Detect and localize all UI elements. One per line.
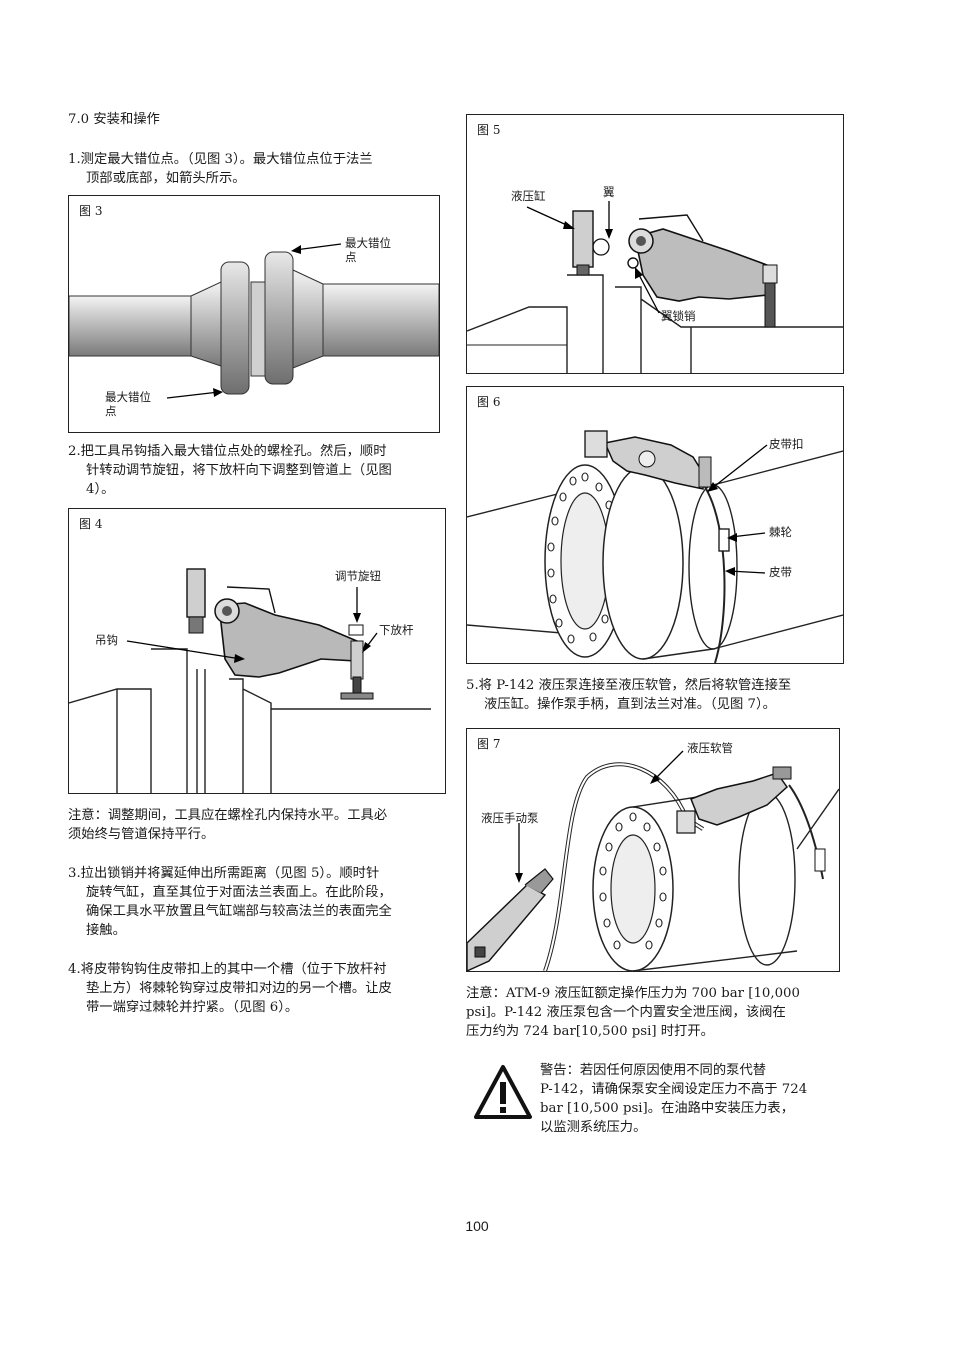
- step3-line4: 接触。: [86, 923, 126, 938]
- warning-line4: 以监测系统压力。: [540, 1120, 647, 1135]
- step5-line2: 液压缸。操作泵手柄，直到法兰对准。（见图 7）。: [484, 697, 776, 712]
- figure-4-drawing: [69, 568, 431, 793]
- note1-line2: 须始终与管道保持平行。: [68, 827, 215, 842]
- fig5-callout-cylinder: 液压缸: [511, 189, 546, 203]
- figure-6-label: 图 6: [477, 395, 501, 409]
- step4-line2: 垫上方）将棘轮钩穿过皮带扣对边的另一个槽。让皮: [86, 981, 392, 996]
- note2-line1: 注意：ATM-9 液压缸额定操作压力为 700 bar [10,000: [466, 986, 800, 1001]
- warning-line3: bar [10,500 psi]。在油路中安装压力表，: [540, 1101, 795, 1116]
- fig3-callout-top-l1: 最大错位: [345, 236, 391, 250]
- step2-line2: 针转动调节旋钮，将下放杆向下调整到管道上（见图: [86, 463, 392, 478]
- fig3-callout-bottom-l1: 最大错位: [105, 390, 151, 404]
- figure-3: 图 3 最大错位 点 最大错位 点: [68, 195, 440, 433]
- step1-line2: 顶部或底部，如箭头所示。: [86, 171, 246, 186]
- fig6-callout-buckle: 皮带扣: [769, 437, 804, 451]
- fig3-callout-bottom-l2: 点: [105, 404, 117, 418]
- fig3-callout-top-l2: 点: [345, 250, 357, 264]
- page-number: 100: [465, 1218, 489, 1234]
- step2-line1: 2.把工具吊钩插入最大错位点处的螺栓孔。然后，顺时: [68, 444, 387, 459]
- step2-line3: 4）。: [86, 482, 115, 497]
- figure-6: 图 6: [466, 386, 844, 664]
- fig6-callout-strap: 皮带: [769, 565, 792, 579]
- figure-3-drawing: [69, 243, 439, 399]
- warning-line2: P-142，请确保泵安全阀设定压力不高于 724: [540, 1082, 808, 1097]
- step3-line2: 旋转气缸，直至其位于对面法兰表面上。在此阶段，: [86, 885, 392, 900]
- figure-7-drawing: [467, 750, 839, 971]
- figure-7: 图 7 液压软管 液压: [466, 728, 840, 972]
- figure-5-drawing: [467, 201, 843, 373]
- step5-line1: 5.将 P-142 液压泵连接至液压软管，然后将软管连接至: [466, 678, 792, 693]
- fig5-callout-wing: 翼: [603, 185, 615, 199]
- fig4-callout-rod: 下放杆: [379, 623, 414, 637]
- figure-5: 图 5 液压缸 翼 翼锁销: [466, 114, 844, 374]
- figure-3-label: 图 3: [79, 204, 103, 218]
- figure-4-label: 图 4: [79, 517, 103, 531]
- note2-line3: 压力约为 724 bar[10,500 psi] 时打开。: [466, 1024, 714, 1039]
- step4-line1: 4.将皮带钩钩住皮带扣上的其中一个槽（位于下放杆衬: [68, 962, 387, 977]
- note2-line2: psi]。P-142 液压泵包含一个内置安全泄压阀，该阀在: [466, 1005, 786, 1020]
- figure-6-drawing: [467, 430, 843, 663]
- fig7-callout-hose: 液压软管: [687, 741, 733, 755]
- section-title: 7.0 安装和操作: [68, 112, 160, 127]
- fig4-callout-knob: 调节旋钮: [335, 569, 381, 583]
- warning-icon: [474, 1065, 532, 1119]
- step3-line3: 确保工具水平放置且气缸端部与较高法兰的表面完全: [86, 904, 392, 919]
- fig6-callout-ratchet: 棘轮: [769, 525, 792, 539]
- step1-line1: 1.测定最大错位点。（见图 3）。最大错位点位于法兰: [68, 152, 373, 167]
- step3-line1: 3.拉出锁销并将翼延伸出所需距离（见图 5）。顺时针: [68, 866, 380, 881]
- figure-5-label: 图 5: [477, 123, 501, 137]
- figure-4: 图 4 调节旋钮 下放杆 吊钩: [68, 508, 446, 794]
- note1-line1: 注意：调整期间，工具应在螺栓孔内保持水平。工具必: [68, 808, 388, 823]
- step4-line3: 带一端穿过棘轮并拧紧。（见图 6）。: [86, 1000, 299, 1015]
- fig5-callout-pin: 翼锁销: [661, 309, 696, 323]
- figure-7-label: 图 7: [477, 737, 501, 751]
- fig4-callout-hook: 吊钩: [95, 633, 118, 647]
- fig7-callout-pump: 液压手动泵: [481, 811, 539, 825]
- warning-line1: 警告：若因任何原因使用不同的泵代替: [540, 1063, 767, 1078]
